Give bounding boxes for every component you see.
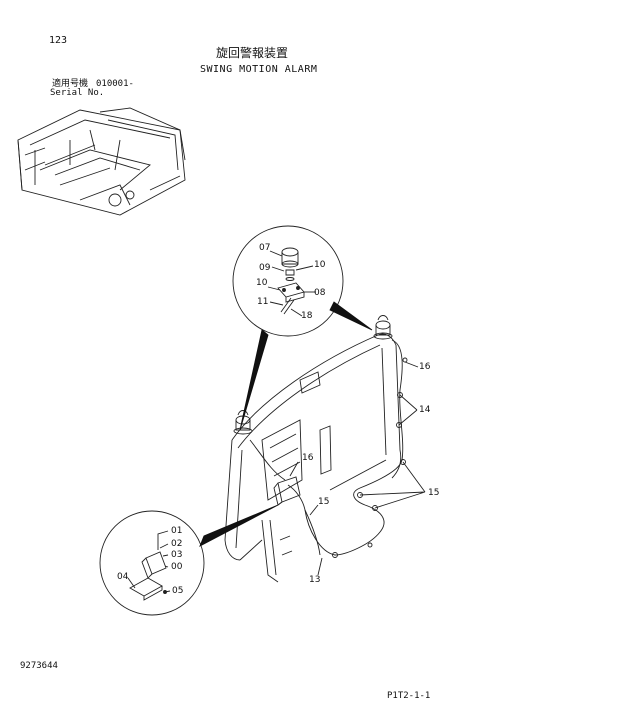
callout-16-center: 16 — [302, 453, 314, 463]
beacon-lamp-left — [233, 410, 253, 435]
detail-bottom-wedge — [199, 504, 279, 547]
callout-02: 02 — [171, 539, 183, 549]
callout-13: 13 — [309, 575, 321, 585]
title-japanese: 旋回警報装置 — [216, 46, 289, 60]
detail-circle-bottom — [99, 510, 205, 616]
serial-label-english: Serial No. — [50, 88, 105, 98]
callout-15-center: 15 — [318, 497, 330, 507]
callout-08: 08 — [314, 288, 326, 298]
wiring-harness — [249, 339, 408, 558]
detail-circle-top — [232, 225, 344, 337]
callout-16-right: 16 — [419, 362, 431, 372]
callout-00: 00 — [171, 562, 183, 572]
main-leader-lines — [289, 361, 426, 576]
callout-07: 07 — [259, 243, 271, 253]
callout-01: 01 — [171, 526, 183, 536]
beacon-lamp-right — [373, 315, 393, 340]
callout-14: 14 — [419, 405, 431, 415]
alarm-buzzer-unit — [273, 476, 301, 506]
serial-label-japanese: 適用号機 — [52, 79, 89, 89]
callout-05: 05 — [172, 586, 184, 596]
page-number: 123 — [49, 35, 68, 46]
callout-11: 11 — [257, 297, 269, 307]
serial-value: 010001- — [96, 79, 134, 89]
cab-panel-outline — [224, 333, 402, 583]
callout-18: 18 — [301, 311, 313, 321]
page-code: P1T2-1-1 — [387, 691, 431, 701]
callout-15-right: 15 — [428, 488, 440, 498]
callout-10-left: 10 — [256, 278, 268, 288]
title-english: SWING MOTION ALARM — [200, 64, 318, 75]
callout-03: 03 — [171, 550, 183, 560]
callout-04: 04 — [117, 572, 129, 582]
callout-09: 09 — [259, 263, 271, 273]
document-number: 9273644 — [20, 661, 58, 671]
detail-top-wedge — [239, 301, 373, 431]
callout-10-right: 10 — [314, 260, 326, 270]
machine-overview-thumbnail — [17, 107, 186, 216]
